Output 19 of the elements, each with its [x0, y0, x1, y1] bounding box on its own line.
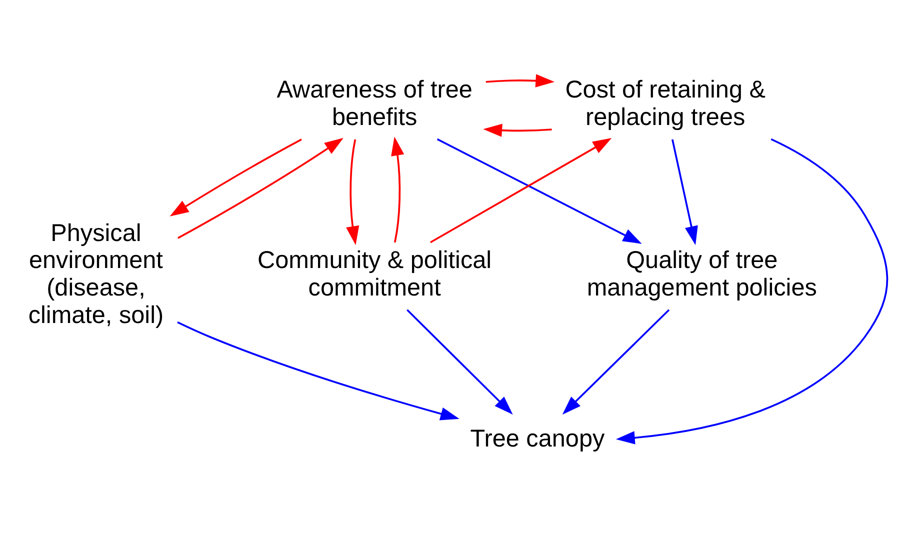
arrow	[391, 136, 404, 243]
arrow	[562, 309, 670, 415]
node-text: Physical environment (disease, climate, soil)	[28, 220, 164, 329]
arrow	[346, 139, 360, 246]
arrow	[177, 321, 460, 420]
node-text: Community & political commitment	[258, 247, 492, 302]
node-text: Awareness of tree benefits	[276, 76, 472, 132]
arrow	[406, 309, 513, 415]
node-text: Cost of retaining & replacing trees	[565, 76, 766, 132]
arrow	[483, 124, 552, 137]
arrow	[430, 138, 612, 244]
arrow	[672, 139, 698, 246]
arrow	[436, 138, 642, 244]
arrow	[178, 138, 344, 239]
arrow	[616, 138, 888, 444]
arrow	[486, 74, 555, 88]
arrow	[170, 138, 302, 216]
node-text: Quality of tree management policies	[586, 247, 817, 302]
node-text: Tree canopy	[470, 425, 605, 452]
